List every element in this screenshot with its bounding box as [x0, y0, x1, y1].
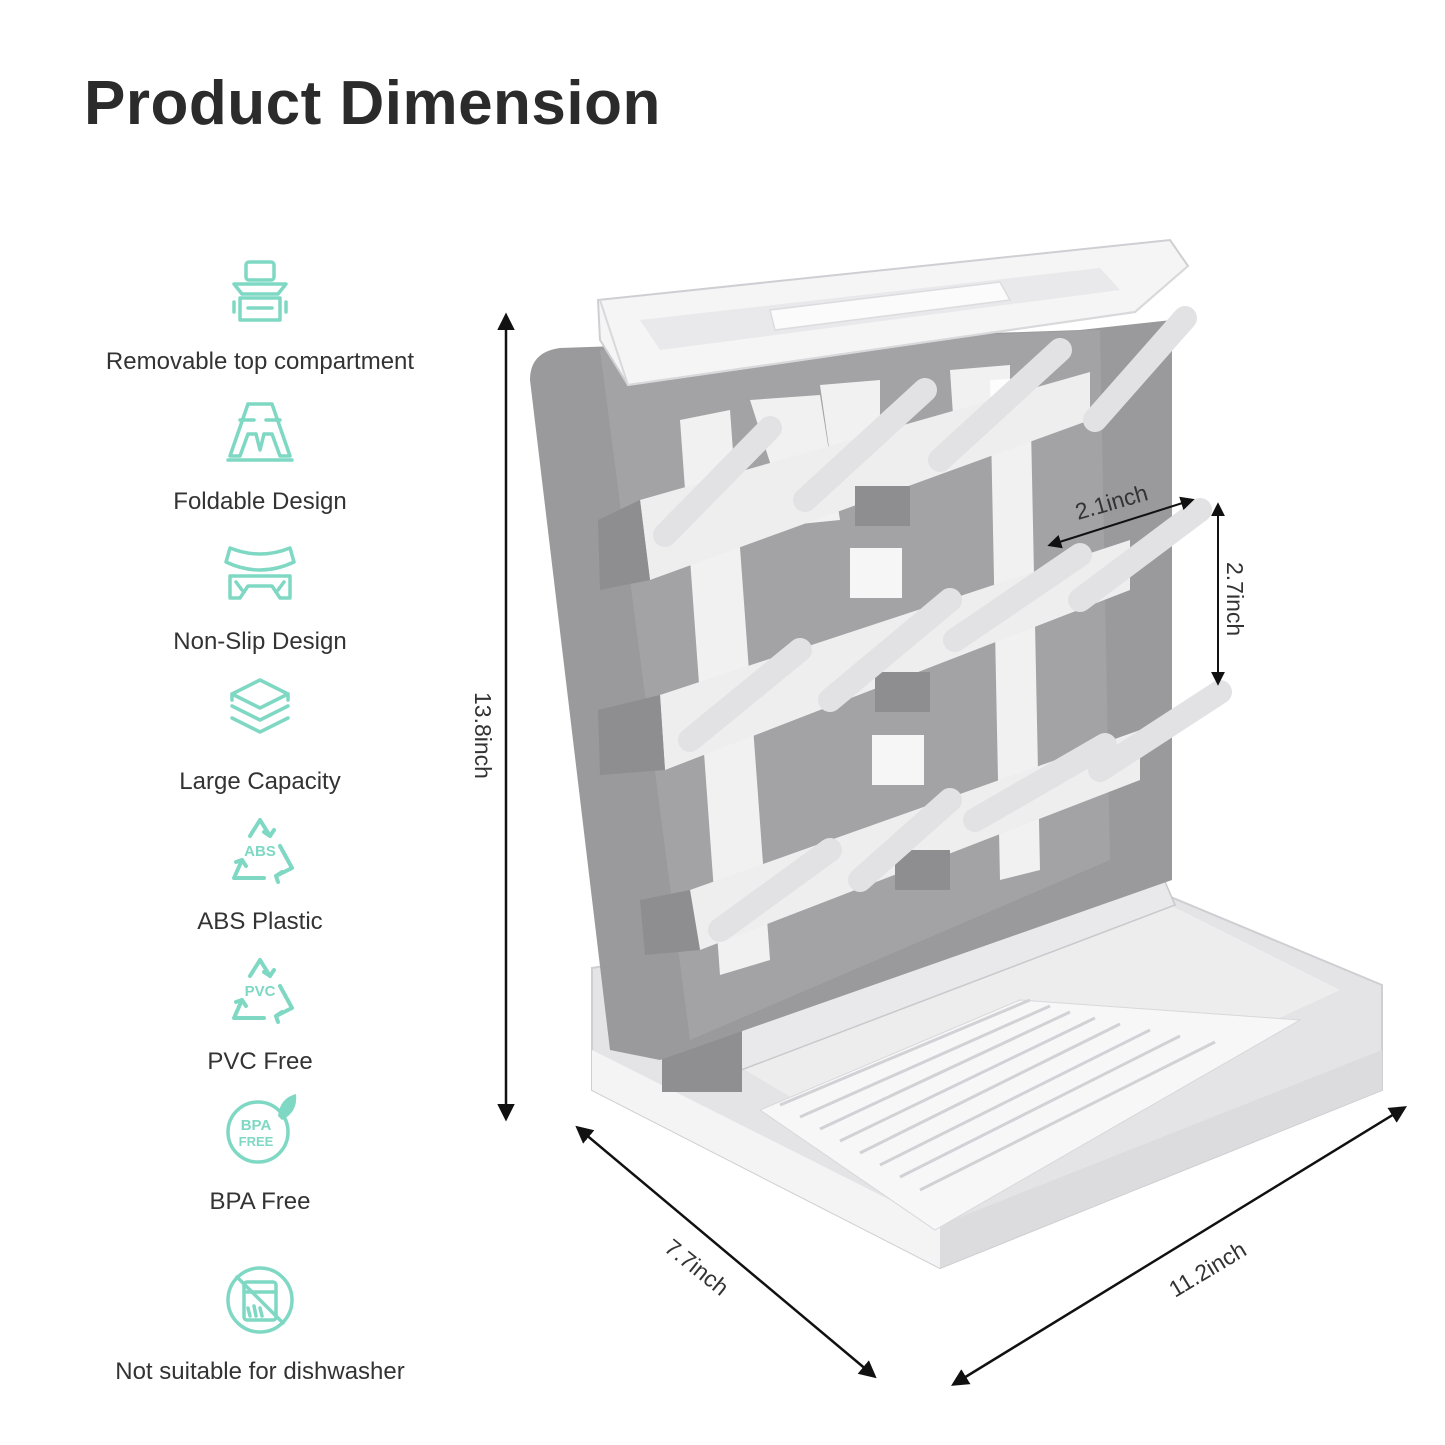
width-dimension-line	[951, 1106, 1407, 1386]
feature-large-capacity: Large Capacity	[60, 670, 460, 810]
feature-label: Foldable Design	[173, 488, 347, 515]
svg-text:PVC: PVC	[245, 983, 276, 1000]
svg-text:ABS: ABS	[244, 843, 276, 860]
peg-spacing-dimension-line	[1047, 496, 1195, 549]
feature-label: Not suitable for dishwasher	[115, 1358, 405, 1385]
non-slip-icon	[224, 546, 296, 600]
removable-compartment-icon	[232, 260, 288, 322]
bpa-free-leaf-icon: BPA FREE	[226, 1094, 297, 1164]
layers-icon	[230, 678, 290, 734]
feature-abs-plastic: ABS ABS Plastic	[60, 810, 460, 950]
height-label: 13.8inch	[470, 692, 496, 779]
no-dishwasher-icon	[226, 1266, 294, 1334]
depth-label: 7.7inch	[660, 1234, 734, 1301]
feature-removable-top: Removable top compartment	[60, 250, 460, 390]
feature-label: Removable top compartment	[105, 348, 415, 375]
foldable-icon	[226, 402, 294, 462]
depth-dimension-line	[575, 1125, 877, 1379]
drying-pegs	[653, 306, 1232, 942]
feature-label: Large Capacity	[179, 768, 341, 795]
feature-no-dishwasher: Not suitable for dishwasher	[60, 1260, 460, 1400]
feature-label: Non-Slip Design	[173, 628, 347, 655]
svg-text:FREE: FREE	[239, 1134, 274, 1149]
feature-pvc-free: PVC PVC Free	[60, 950, 460, 1090]
recycle-abs-icon: ABS	[232, 818, 294, 884]
top-compartment	[596, 238, 1190, 387]
recycle-pvc-icon: PVC	[232, 958, 294, 1024]
row-spacing-label: 2.7inch	[1222, 562, 1248, 636]
feature-label: PVC Free	[207, 1048, 313, 1075]
feature-non-slip: Non-Slip Design	[60, 530, 460, 670]
feature-bpa-free: BPA FREE BPA Free	[60, 1090, 460, 1230]
feature-label: BPA Free	[209, 1188, 311, 1215]
feature-label: ABS Plastic	[197, 908, 323, 935]
feature-foldable: Foldable Design	[60, 390, 460, 530]
page-title: Product Dimension	[84, 69, 661, 138]
svg-text:BPA: BPA	[241, 1117, 272, 1134]
